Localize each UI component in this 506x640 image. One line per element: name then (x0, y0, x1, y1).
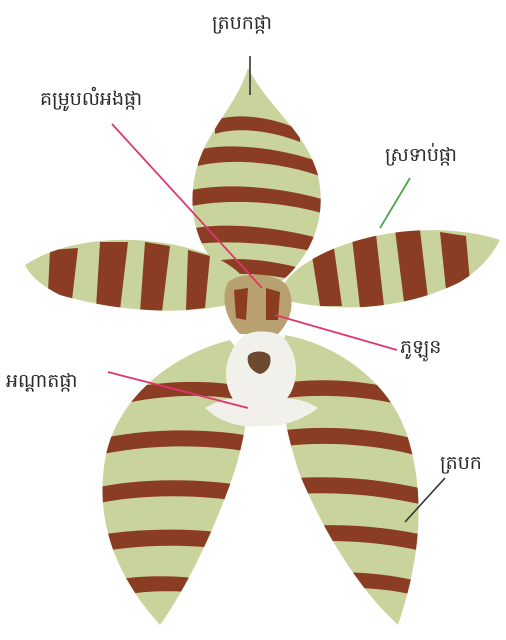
label-column: គម្រូបលំអងផ្កា (40, 90, 142, 109)
label-lip: អណ្ដាតផ្កា (6, 372, 77, 391)
label-top-petal: ត្របកផ្កា (212, 14, 272, 33)
right-petal (282, 230, 500, 308)
label-anther: ភូឡូន (400, 338, 441, 357)
label-lower-sepal: ត្របក (440, 454, 482, 473)
leader-side-petal (380, 178, 410, 228)
label-side-petal: ស្រទាប់ផ្កា (385, 146, 457, 165)
